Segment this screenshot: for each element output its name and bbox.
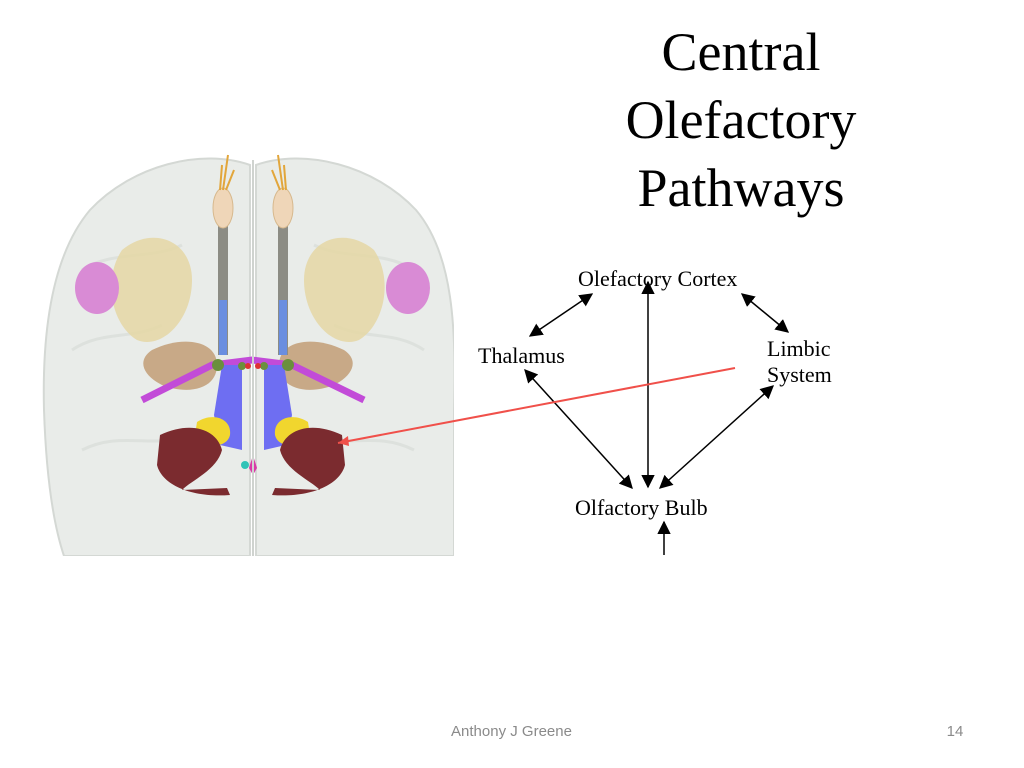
node-thalamus: Thalamus bbox=[478, 343, 565, 368]
teal-dot bbox=[241, 461, 249, 469]
pointer-line-tip bbox=[338, 436, 349, 446]
right-maroon-region bbox=[272, 427, 345, 496]
red-node-right bbox=[255, 363, 261, 369]
pointer-line bbox=[337, 367, 736, 444]
red-node-left bbox=[245, 363, 251, 369]
node-olfactory-bulb: Olfactory Bulb bbox=[575, 495, 708, 520]
slide-title: Central Olefactory Pathways bbox=[560, 18, 922, 222]
left-olfactory-nerves bbox=[219, 154, 235, 191]
title-line-1: Central bbox=[661, 22, 821, 82]
right-olfactory-tract bbox=[278, 220, 288, 355]
left-pink-region bbox=[75, 262, 119, 314]
left-maroon-region bbox=[157, 427, 230, 496]
node-olefactory-cortex: Olefactory Cortex bbox=[578, 266, 738, 291]
green-nodes bbox=[212, 359, 294, 371]
arrow-limbic-bulb bbox=[658, 385, 775, 489]
node-limbic-line-1: Limbic bbox=[767, 336, 831, 361]
node-limbic-system: Limbic System bbox=[767, 336, 832, 388]
footer-author: Anthony J Greene bbox=[451, 723, 572, 740]
right-amygdala bbox=[279, 341, 353, 390]
node-limbic-line-2: System bbox=[767, 362, 832, 387]
page-number: 14 bbox=[946, 723, 964, 740]
left-amygdala bbox=[143, 341, 217, 390]
left-olfactory-tract bbox=[218, 220, 228, 355]
right-temporal-region bbox=[304, 237, 385, 342]
arrow-cortex-thalamus bbox=[528, 293, 594, 337]
title-line-2: Olefactory bbox=[625, 90, 857, 150]
arrow-thalamus-bulb bbox=[524, 368, 633, 490]
brain-illustration bbox=[42, 154, 454, 556]
arrow-cortex-limbic bbox=[740, 293, 790, 333]
title-line-3: Pathways bbox=[637, 158, 845, 218]
right-olfactory-nerves bbox=[271, 154, 287, 191]
right-pink-region bbox=[386, 262, 430, 314]
left-temporal-region bbox=[111, 237, 192, 342]
